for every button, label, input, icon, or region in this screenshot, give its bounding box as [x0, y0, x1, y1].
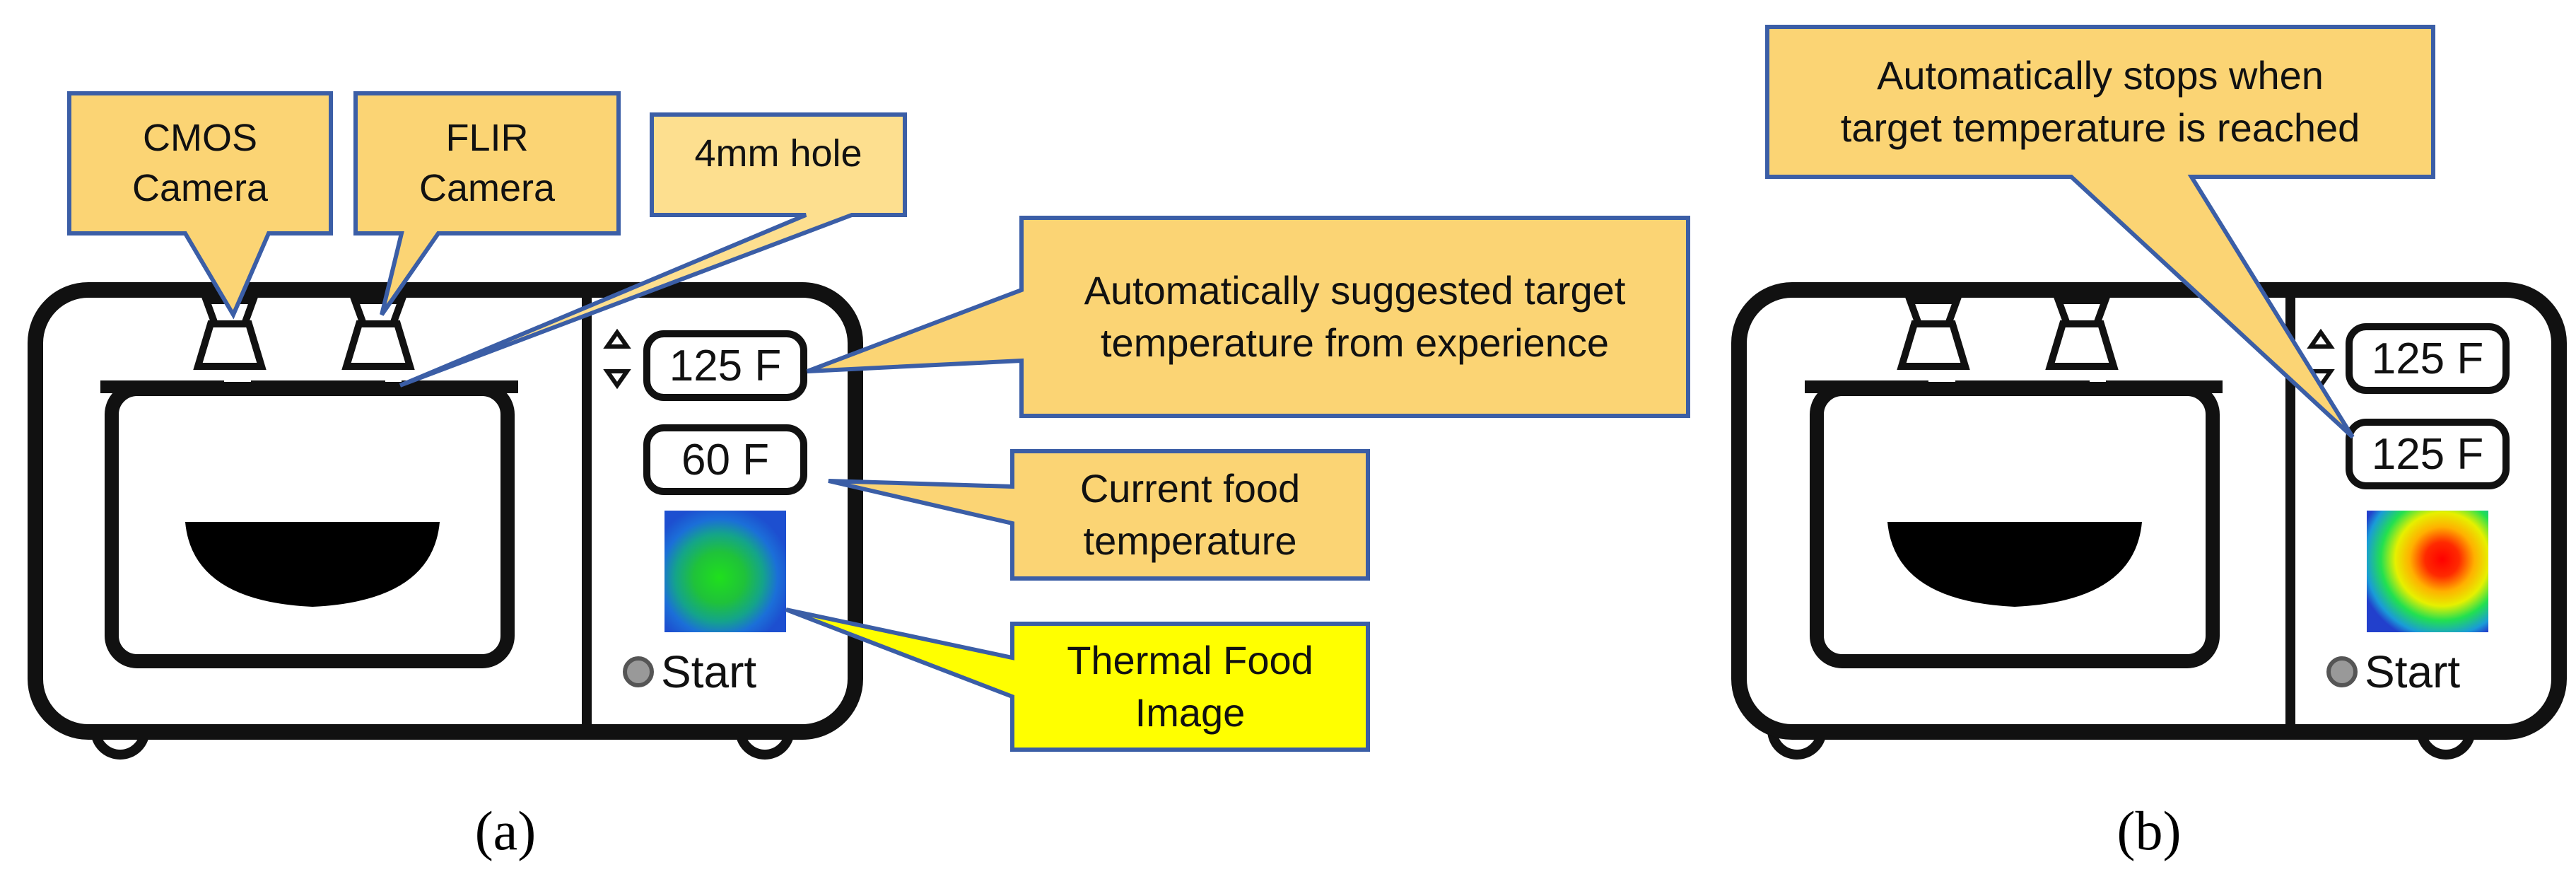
callout-cmos-shape	[67, 91, 333, 320]
ceiling-bar-a-2	[251, 380, 385, 393]
bowl-b	[1887, 522, 2142, 607]
callout-cmos-text: CMOS Camera	[131, 116, 269, 209]
flir-camera-icon	[341, 297, 415, 370]
callout-thermal-text: Thermal Food Image	[1067, 638, 1313, 735]
target-temp-value-b: 125 F	[2371, 334, 2484, 383]
callout-current-shape	[828, 449, 1370, 581]
target-temp-value-a: 125 F	[669, 341, 782, 390]
target-temp-display-a	[643, 330, 807, 401]
callout-target-text: Automatically suggested target temperatu…	[1084, 268, 1626, 365]
up-arrow-icon-b[interactable]	[2307, 328, 2335, 349]
callout-current-text: Current food temperature	[1079, 466, 1301, 563]
callout-flir-shape	[353, 91, 621, 316]
callout-stops-shape	[1765, 25, 2435, 439]
callout-hole-text: 4mm hole	[694, 132, 862, 175]
down-arrow-icon[interactable]	[603, 369, 631, 390]
bowl-a	[185, 522, 440, 607]
current-temp-value-a: 60 F	[681, 435, 770, 484]
current-temp-display-a	[643, 424, 807, 495]
callout-flir-text: FLIR Camera	[418, 116, 556, 209]
ceiling-bar-b-3	[2106, 380, 2223, 393]
panel-label-b: (b)	[2117, 800, 2182, 861]
current-temp-value-b: 125 F	[2371, 429, 2484, 479]
up-arrow-icon[interactable]	[603, 328, 631, 349]
camera-icon-b-2	[2045, 297, 2119, 370]
current-temp-display-b	[2346, 419, 2510, 489]
ceiling-bar-a-3	[402, 380, 518, 393]
callout-thermal-shape	[785, 607, 1370, 752]
thermal-image-a	[665, 511, 786, 632]
ceiling-bar-a-1	[100, 380, 224, 393]
microwave-a	[28, 282, 863, 760]
callout-target-shape	[806, 216, 1690, 418]
ceiling-bar-b-2	[1955, 380, 2090, 393]
start-label-a[interactable]: Start	[661, 646, 757, 697]
start-button-icon-a[interactable]	[623, 656, 654, 687]
callout-hole-shape	[399, 112, 907, 388]
camera-icon-b-1	[1897, 297, 1970, 370]
start-label-b[interactable]: Start	[2365, 646, 2461, 697]
start-button-icon-b[interactable]	[2326, 656, 2358, 687]
ceiling-bar-b-1	[1805, 380, 1928, 393]
panel-label-a: (a)	[474, 800, 537, 861]
target-temp-display-b	[2346, 323, 2510, 394]
callout-stops-text: Automatically stops when target temperat…	[1840, 53, 2360, 150]
microwave-b	[1731, 282, 2567, 760]
thermal-image-b	[2367, 511, 2488, 632]
